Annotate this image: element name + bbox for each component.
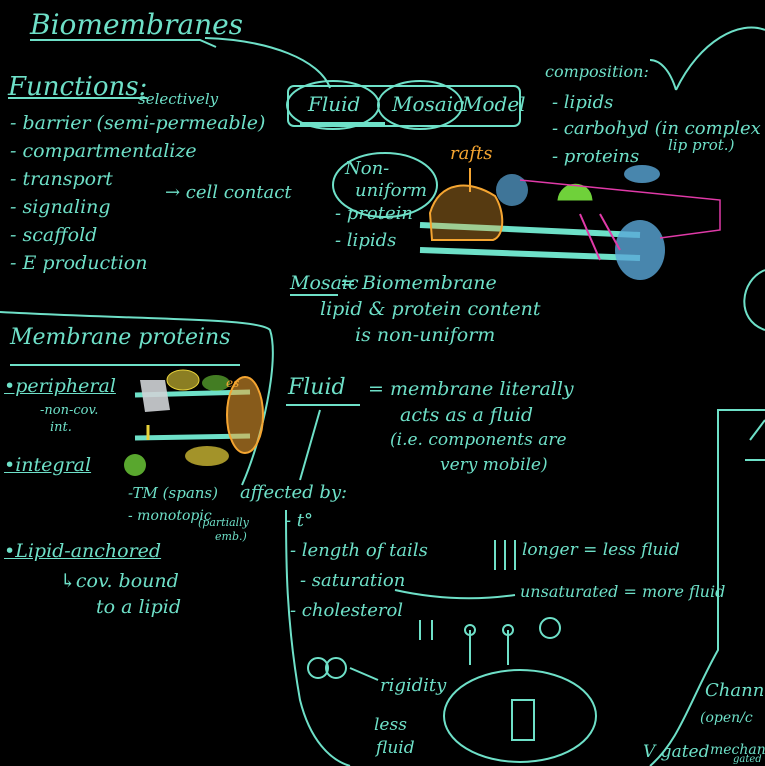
page-title: Biomembranes	[30, 8, 244, 41]
composition-item: - proteins	[552, 146, 640, 167]
function-item: - signaling	[10, 196, 111, 218]
lipid-anchored-note: ↳cov. bound	[60, 570, 179, 592]
fluid-line: (i.e. components are	[390, 430, 567, 450]
fluid-eq: = membrane literally	[368, 378, 574, 400]
membrane-diagram-left	[124, 369, 264, 476]
function-item: - barrier (semi-permeable)	[10, 112, 266, 134]
nonuniform-label: Non-	[345, 158, 390, 179]
v-gated-label: V gated	[643, 742, 710, 762]
lipid-anchored-label: •Lipid-anchored	[4, 540, 162, 562]
gated-label: gated	[733, 754, 762, 765]
lipid-anchored-note: to a lipid	[96, 596, 182, 618]
composition-item: - carbohyd (in complex	[552, 118, 761, 139]
composition-item: lip prot.)	[668, 136, 735, 154]
model-mosaic: Mosaic	[392, 92, 465, 116]
less-fluid-label: less	[374, 715, 407, 735]
unsat-note: unsaturated = more fluid	[520, 582, 726, 601]
function-item: - compartmentalize	[10, 140, 197, 162]
affected-item: - saturation	[300, 570, 406, 591]
integral-sub: emb.)	[215, 530, 247, 543]
cell-contact-note: → cell contact	[165, 182, 292, 203]
mosaic-line: lipid & protein content	[320, 298, 541, 320]
affected-item: - t°	[285, 510, 314, 531]
composition-heading: composition:	[545, 62, 649, 81]
fluid-term: Fluid	[288, 375, 346, 400]
open-close-label: (open/c	[700, 710, 753, 726]
integral-sub: -TM (spans)	[128, 484, 218, 502]
affected-item: - cholesterol	[290, 600, 404, 621]
affected-heading: affected by:	[240, 482, 348, 503]
nonuniform-item: - lipids	[335, 230, 397, 251]
mosaic-eq: = Biomembrane	[340, 272, 497, 294]
membrane-proteins-heading: Membrane proteins	[10, 325, 231, 350]
composition-item: - lipids	[552, 92, 614, 113]
es-label: es	[226, 376, 240, 390]
nonuniform-label: uniform	[355, 180, 428, 201]
integral-label: •integral	[4, 454, 92, 476]
model-model: Model	[462, 92, 526, 116]
peripheral-note: int.	[50, 420, 72, 435]
peripheral-label: •peripheral	[4, 375, 116, 397]
channels-label: Channe	[705, 680, 765, 701]
peripheral-note: -non-cov.	[40, 403, 99, 418]
mosaic-line: is non-uniform	[355, 324, 496, 346]
integral-sub: - monotopic	[128, 508, 212, 524]
integral-sub: (partially	[198, 516, 249, 529]
function-item: - E production	[10, 252, 148, 274]
function-item: - transport	[10, 168, 113, 190]
membrane-diagram-top	[419, 165, 721, 280]
fluid-line: acts as a fluid	[400, 404, 534, 426]
functions-heading: Functions:	[8, 72, 148, 102]
nonuniform-item: - protein	[335, 203, 414, 224]
mosaic-term: Mosaic	[290, 272, 359, 294]
affected-item: - length of tails	[290, 540, 428, 561]
mech-label: mechan	[710, 742, 765, 758]
fluid-line: very mobile)	[440, 455, 548, 475]
longer-note: longer = less fluid	[522, 540, 680, 560]
function-item: - scaffold	[10, 224, 98, 246]
functions-note: selectively	[138, 90, 219, 108]
rafts-label: rafts	[450, 143, 493, 164]
model-fluid: Fluid	[308, 92, 361, 116]
rigidity-label: rigidity	[380, 675, 447, 696]
less-fluid-label: fluid	[376, 738, 415, 758]
